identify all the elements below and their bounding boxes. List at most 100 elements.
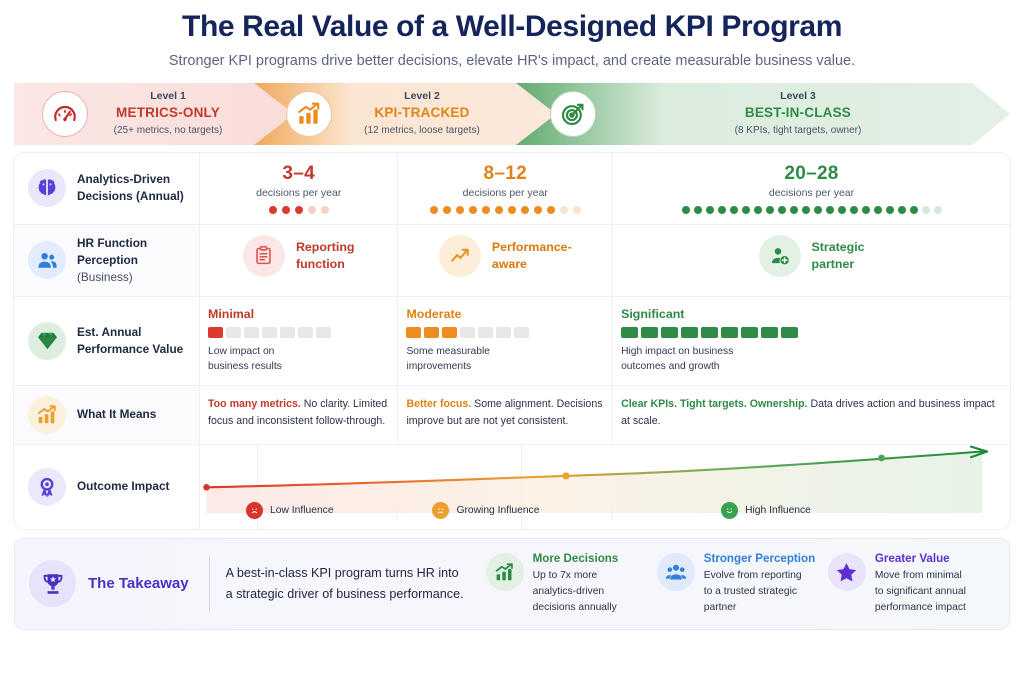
outcome-marker-label: High Influence: [745, 504, 811, 516]
takeaway-cards: More Decisions Up to 7x more analytics-d…: [472, 551, 995, 616]
segment-filled: [661, 326, 679, 338]
segment-empty: [244, 326, 259, 338]
segment-filled: [741, 326, 759, 338]
level-1-header[interactable]: Level 1 METRICS-ONLY (25+ metrics, no ta…: [14, 83, 258, 145]
dot-filled: [281, 205, 290, 214]
value-desc-line1: Low impact on: [208, 345, 275, 357]
value-desc: Some measurable improvements: [406, 344, 604, 375]
dot-filled: [546, 205, 555, 214]
decisions-cell-level3: 20–28 decisions per year: [613, 153, 1010, 224]
segment-empty: [262, 326, 277, 338]
card-desc: Move from minimal to significant annual …: [875, 568, 966, 616]
segment-filled: [761, 326, 779, 338]
smile-face-icon: [721, 501, 739, 519]
outcome-markers: Low Influence Growing Influence: [200, 501, 1010, 519]
row-label-line2: Perception: [77, 252, 138, 267]
trend-arrow-icon: [438, 234, 481, 277]
card-title: Greater Value: [874, 552, 950, 566]
value-rating: Minimal: [208, 306, 255, 321]
dot-filled: [681, 205, 690, 214]
takeaway-footer: The Takeaway A best-in-class KPI program…: [14, 537, 1010, 630]
person-plus-icon: [758, 234, 801, 277]
takeaway-card-more-decisions: More Decisions Up to 7x more analytics-d…: [485, 551, 653, 616]
dot-filled: [897, 205, 906, 214]
level-3-header[interactable]: Level 3 BEST-IN-CLASS (8 KPIs, tight tar…: [522, 83, 1010, 145]
dot-filled: [294, 205, 303, 214]
level-2-header[interactable]: Level 2 KPI-TRACKED (12 metrics, loose t…: [258, 83, 522, 145]
card-desc-line3: performance impact: [874, 602, 966, 614]
dot-filled: [789, 205, 798, 214]
value-segment-bar: [208, 326, 389, 338]
decisions-unit: decisions per year: [768, 186, 855, 199]
dot-filled: [801, 205, 810, 214]
target-icon: [549, 90, 596, 137]
meaning-rest: No clarity. Limited focus and inconsiste…: [208, 397, 388, 427]
dot-filled: [873, 205, 882, 214]
level-1-kicker: Level 1: [150, 90, 186, 103]
segment-filled: [641, 326, 659, 338]
dot-filled: [813, 205, 822, 214]
dot-filled: [825, 205, 834, 214]
dot-filled: [837, 205, 846, 214]
takeaway-divider: [208, 555, 210, 612]
people-icon: [28, 241, 66, 280]
growth-chart-icon: [28, 395, 66, 434]
dot-filled: [717, 205, 726, 214]
trophy-icon: [29, 560, 76, 608]
perception-line1: Reporting: [295, 239, 355, 254]
segment-empty: [226, 326, 241, 338]
decisions-value: 20–28: [784, 162, 839, 184]
outcome-marker-label: Growing Influence: [456, 504, 540, 516]
segment-filled: [721, 326, 739, 338]
level-2-name: KPI-TRACKED: [374, 105, 470, 121]
perception-line1: Strategic: [811, 239, 865, 254]
meaning-rest: Some alignment. Decisions improve but ar…: [406, 397, 603, 427]
gauge-icon: [42, 90, 88, 137]
meaning-lead: Clear KPIs. Tight targets. Ownership.: [621, 397, 808, 410]
takeaway-body-line2: a strategic driver of business performan…: [225, 586, 464, 601]
dot-filled: [849, 205, 858, 214]
dot-empty: [307, 205, 316, 214]
decisions-unit: decisions per year: [256, 186, 342, 199]
perception-line1: Performance-: [491, 239, 572, 254]
star-icon: [827, 553, 866, 592]
people-group-icon: [656, 553, 695, 592]
row-label-line1: Outcome Impact: [77, 479, 170, 494]
decisions-dot-scale: [208, 205, 389, 214]
row-label-line1: Analytics-Driven: [77, 171, 171, 186]
outcome-marker-label: Low Influence: [270, 504, 334, 516]
perception-label: Performance- aware: [492, 239, 572, 272]
dot-filled: [909, 205, 918, 214]
decisions-cell-level2: 8–12 decisions per year: [398, 152, 614, 224]
perception-label: Reporting function: [296, 239, 355, 272]
comparison-matrix: Analytics-Driven Decisions (Annual) 3–4 …: [14, 152, 1010, 529]
dot-filled: [481, 205, 490, 214]
value-desc-line2: business results: [208, 361, 282, 373]
dot-filled: [468, 205, 477, 214]
value-cell-level3: Significant High impact on business outc…: [613, 297, 1010, 385]
value-rating: Moderate: [406, 306, 462, 321]
dot-filled: [885, 205, 894, 214]
table-row: What It Means Too many metrics. No clari…: [14, 385, 1010, 445]
value-cell-level1: Minimal Low impact on business results: [200, 296, 399, 385]
takeaway-body: A best-in-class KPI program turns HR int…: [226, 563, 472, 604]
outcome-trend-chart: [203, 445, 989, 513]
row-label-line2-qualifier: (Business): [77, 269, 133, 284]
value-desc-line2: improvements: [406, 361, 472, 373]
table-row: Est. Annual Performance Value Minimal Lo…: [14, 296, 1010, 386]
bar-chart-arrow-icon: [286, 90, 333, 137]
dot-empty: [320, 205, 329, 214]
value-desc-line2: outcomes and growth: [621, 361, 720, 373]
maturity-level-band: Level 1 METRICS-ONLY (25+ metrics, no ta…: [14, 82, 1010, 145]
level-1-detail: (25+ metrics, no targets): [113, 124, 223, 136]
brain-icon: [28, 169, 66, 207]
meaning-lead: Too many metrics.: [208, 397, 301, 410]
card-desc: Up to 7x more analytics-driven decisions…: [533, 568, 619, 616]
value-desc: Low impact on business results: [208, 344, 389, 375]
table-row: Outcome Impact: [14, 444, 1010, 529]
perception-cell-level3: Strategic partner: [613, 225, 1010, 296]
card-title: Stronger Perception: [703, 552, 816, 566]
takeaway-card-greater-value: Greater Value Move from minimal to signi…: [827, 551, 995, 616]
segment-filled: [681, 326, 699, 338]
level-2-kicker: Level 2: [404, 90, 440, 103]
